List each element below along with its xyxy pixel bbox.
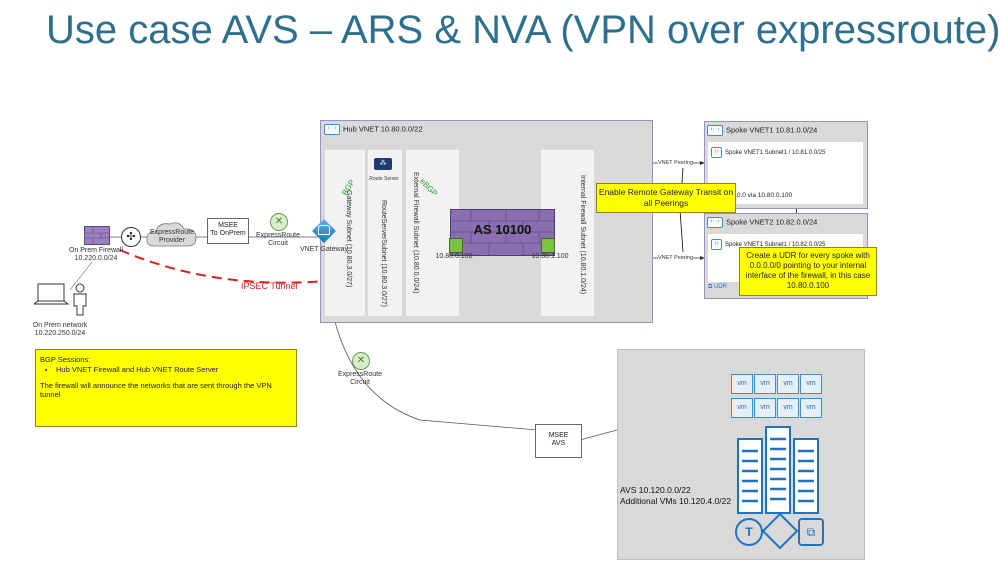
vm-icon: vm <box>754 374 776 394</box>
vnet-peering-label-1: VNET Peering <box>658 160 694 167</box>
route-server-subnet: RouteServerSubnet (10.80.3.0/27) <box>368 150 402 316</box>
vm-icon: vm <box>777 398 799 418</box>
avs-cidr-label: AVS 10.120.0.0/22 Additional VMs 10.120.… <box>620 485 732 507</box>
vnet-icon: ‹··› <box>707 217 723 228</box>
vnet-peering-label-2: VNET Peering <box>658 255 694 262</box>
expressroute-circuit-icon-avs: ✕ <box>352 352 370 370</box>
vm-icon: vm <box>800 374 822 394</box>
ipsec-tunnel-label: IPSEC Tunnel <box>241 281 298 291</box>
as-number: AS 10100 <box>473 222 532 237</box>
page-title: Use case AVS – ARS & NVA (VPN over expre… <box>46 8 999 52</box>
gateway-subnet: Gateway Subnet (10.80.3.0/27) <box>325 150 365 316</box>
route-server-icon: ⁂ <box>374 158 392 170</box>
udr-callout: Create a UDR for every spoke with 0.0.0.… <box>739 247 877 296</box>
spoke1-header: ‹··›Spoke VNET1 10.81.0.0/24 <box>707 125 817 136</box>
hub-vnet-header: ‹··›Hub VNET 10.80.0.0/22 <box>324 124 423 135</box>
vnet-icon: ‹··› <box>707 125 723 136</box>
er-circuit-label-avs: ExpressRoute Circuit <box>338 371 382 387</box>
vm-icon: vm <box>754 398 776 418</box>
route-table-icon: ⧉ <box>708 284 713 290</box>
vm-icon: vm <box>800 398 822 418</box>
expressroute-circuit-icon: ✕ <box>270 213 288 231</box>
spoke2-header: ‹··›Spoke VNET2 10.82.0.0/24 <box>707 217 817 228</box>
datacenter-icon <box>737 426 819 514</box>
external-ip-label: 10.80.0.100 <box>435 253 473 260</box>
nva-firewall: AS 10100 <box>450 209 555 256</box>
msee-avs-box: MSEE AVS <box>535 424 582 458</box>
laptop-user-icon <box>34 283 87 316</box>
subnet-icon: ‹› <box>711 239 722 250</box>
firewall-icon <box>84 226 110 245</box>
vnet-gateway-label: VNET Gateway <box>299 246 349 253</box>
bgp-sessions-note: BGP Sessions: Hub VNET Firewall and Hub … <box>35 349 297 427</box>
vm-icon: vm <box>731 398 753 418</box>
internal-ip-label: 10.80.1.100 <box>531 253 569 260</box>
vm-icon: vm <box>731 374 753 394</box>
lock-icon <box>318 225 330 235</box>
msee-onprem-box: MSEE To OnPrem <box>207 218 249 244</box>
nic-icon-internal <box>541 238 555 253</box>
tenant-icon: T <box>735 518 763 546</box>
er-circuit-label: ExpressRoute Circuit <box>256 232 300 248</box>
gateway-transit-callout: Enable Remote Gateway Transit on all Pee… <box>596 183 736 213</box>
udr-route-text: 0.0.0.0 via 10.80.0.100 <box>726 192 793 199</box>
udr-label: ⧉ UDR <box>708 284 727 290</box>
nic-icon <box>449 238 463 253</box>
expressroute-provider-label: ExpressRoute Provider <box>150 229 194 245</box>
cloud-icon <box>146 222 197 247</box>
vnet-icon: ‹··› <box>324 124 340 135</box>
subnet-icon: ‹› <box>711 147 722 158</box>
route-server-label: Route Server <box>369 176 399 182</box>
vm-icon: vm <box>777 374 799 394</box>
router-icon: ✣ <box>121 227 141 247</box>
connect-icon: ⧉ <box>798 518 824 546</box>
